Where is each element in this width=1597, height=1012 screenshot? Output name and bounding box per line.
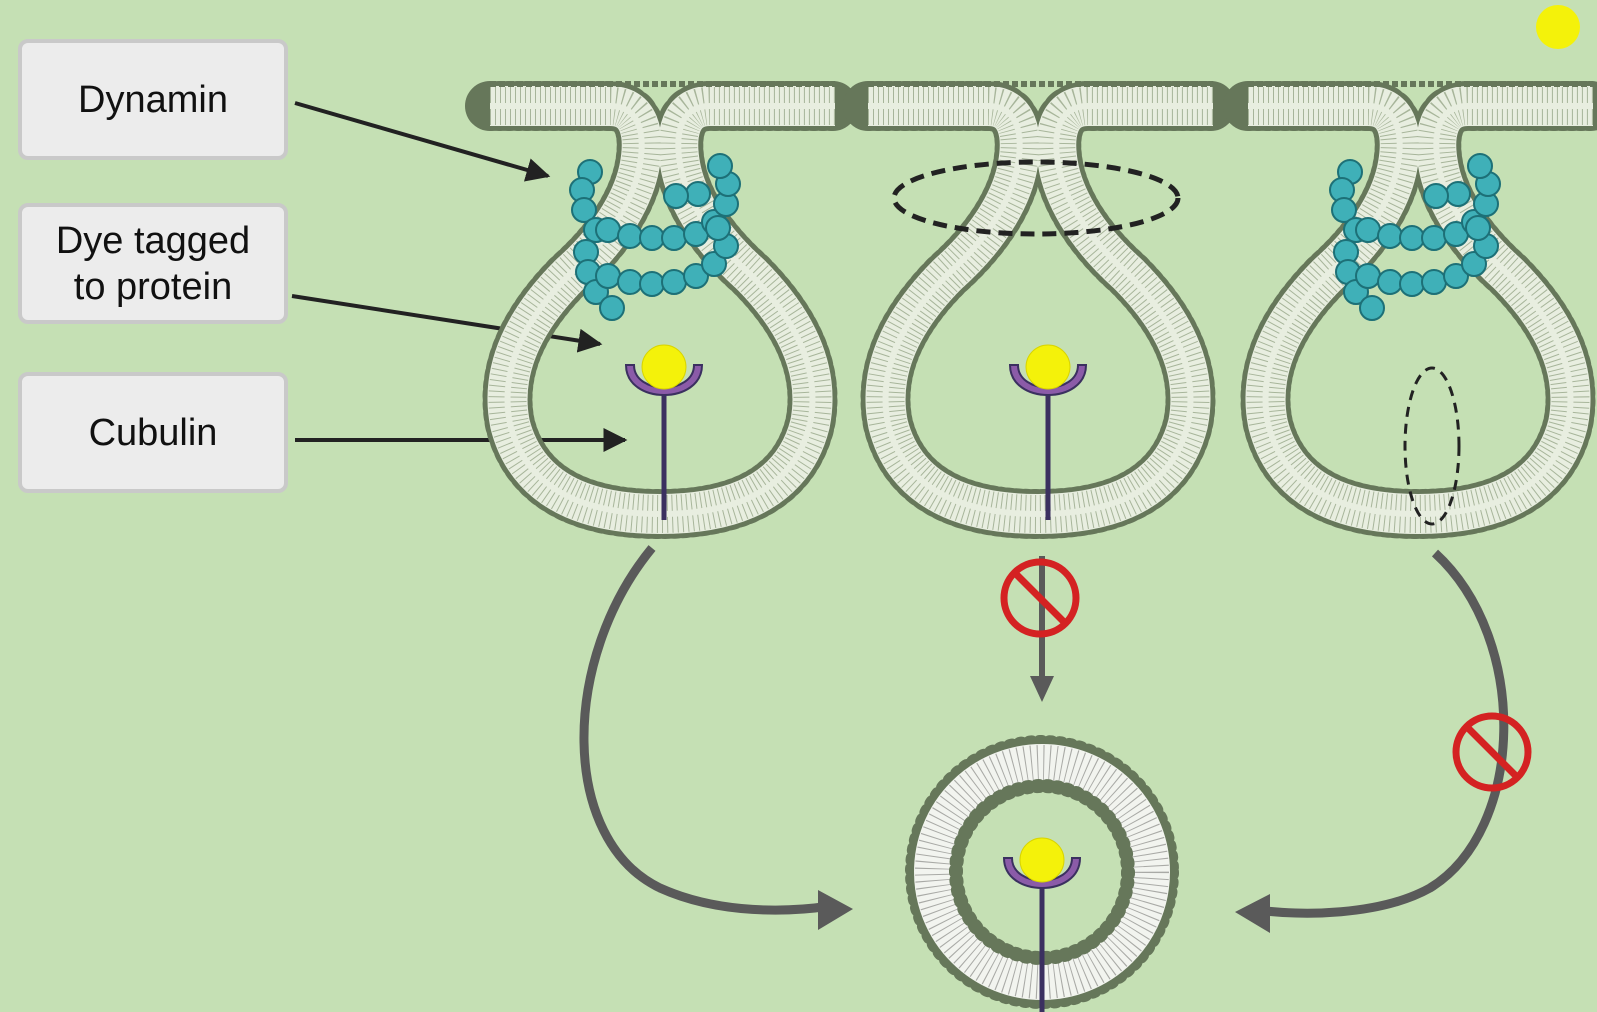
dye-label: Dye tagged to protein [18, 203, 288, 324]
missing-dynamin-outline [891, 159, 1181, 237]
prohibit-icon [1456, 716, 1528, 788]
missing-cubulin-outline [1403, 366, 1461, 526]
pit-cubulin-missing [1248, 84, 1593, 514]
cubulin-label: Cubulin [18, 372, 288, 493]
dye-dot [1536, 5, 1580, 49]
left-curved-arrow [579, 545, 831, 915]
left-arrowhead [818, 890, 853, 930]
dynamin-label: Dynamin [18, 39, 288, 160]
right-curved-arrow [1257, 549, 1509, 918]
dynamin-pointer-arrow [294, 101, 551, 182]
right-arrowhead [1235, 894, 1270, 933]
pit-dynamin-inhibited [868, 84, 1213, 514]
middle-arrowhead [1030, 676, 1054, 702]
